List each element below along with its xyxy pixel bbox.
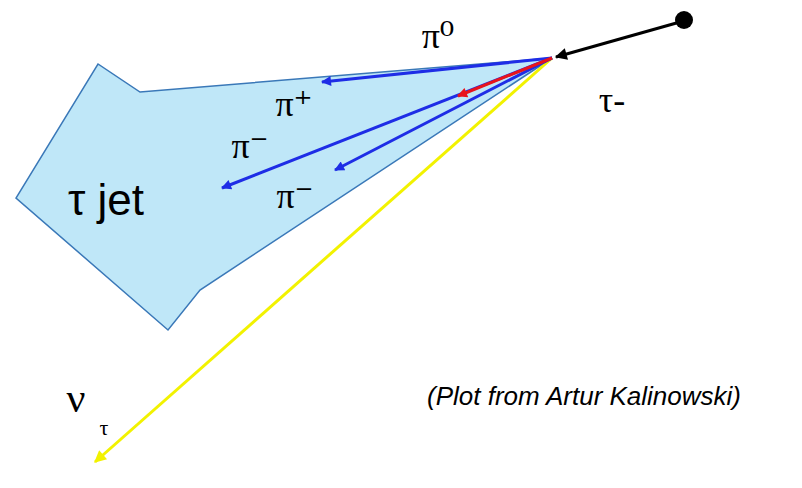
pion-track <box>335 58 552 170</box>
particle-label: ν <box>67 377 86 419</box>
particle-label: π⁻ <box>231 128 268 164</box>
subscript-label: τ <box>100 417 109 439</box>
particle-label: π⁻ <box>276 178 313 214</box>
jet-label: τ jet <box>68 178 144 222</box>
particle-label: π⁺ <box>275 86 312 122</box>
tau-track <box>556 22 680 57</box>
neutral-pion-track <box>458 58 552 96</box>
production-vertex <box>675 11 693 29</box>
jet-arrow <box>16 58 552 330</box>
credit-note: (Plot from Artur Kalinowski) <box>427 383 741 409</box>
particle-label: π⁰ <box>422 18 455 54</box>
particle-label: τ- <box>599 82 625 118</box>
pion-track <box>222 58 552 188</box>
